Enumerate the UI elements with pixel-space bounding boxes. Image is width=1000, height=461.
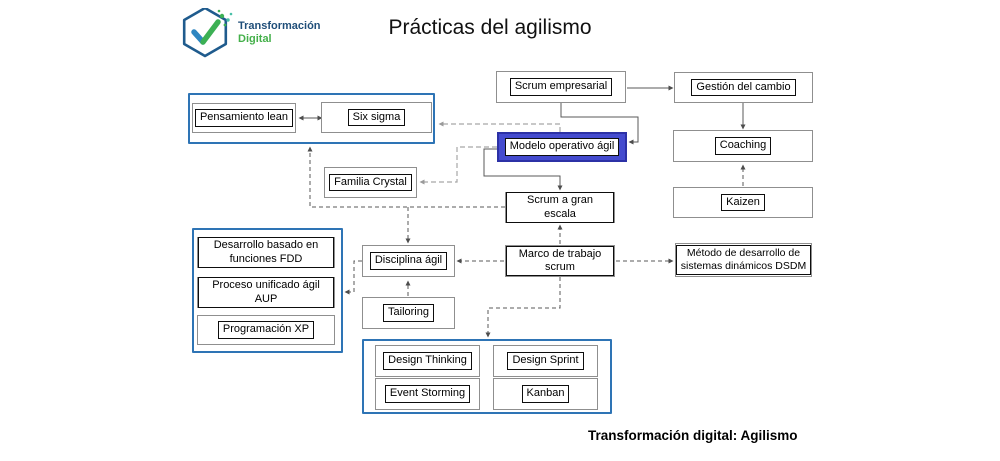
node-scrum-empresarial-label: Scrum empresarial (509, 78, 613, 96)
node-fdd: Desarrollo basado en funciones FDD (197, 237, 335, 268)
transformacion-digital-logo-icon (182, 8, 233, 58)
node-pensamiento-lean: Pensamiento lean (192, 103, 296, 133)
footer-caption: Transformación digital: Agilismo (588, 428, 798, 443)
node-gestion-del-cambio: Gestión del cambio (674, 72, 813, 103)
node-kanban: Kanban (493, 378, 598, 410)
node-marco-de-trabajo-scrum: Marco de trabajo scrum (505, 245, 615, 277)
node-kaizen: Kaizen (673, 187, 813, 218)
node-marco-de-trabajo-scrum-label: Marco de trabajo scrum (506, 245, 614, 277)
node-coaching-label: Coaching (714, 137, 772, 155)
node-scrum-a-gran-escala-label: Scrum a gran escala (506, 192, 614, 223)
node-six-sigma-label: Six sigma (347, 108, 406, 127)
node-kaizen-label: Kaizen (721, 193, 765, 212)
node-xp-label: Programación XP (217, 321, 315, 339)
node-familia-crystal-label: Familia Crystal (329, 173, 412, 192)
node-aup-label: Proceso unificado ágil AUP (198, 277, 334, 308)
node-coaching: Coaching (673, 130, 813, 162)
node-design-thinking: Design Thinking (375, 345, 480, 377)
edge-modelo-familiacrystal (419, 146, 497, 185)
edge-modelo-scrumgranescala (483, 148, 563, 191)
node-tailoring-label: Tailoring (383, 304, 434, 322)
group-lean-six-sigma (188, 93, 435, 144)
node-scrum-a-gran-escala: Scrum a gran escala (505, 192, 615, 223)
node-pensamiento-lean-label: Pensamiento lean (194, 109, 294, 127)
node-aup: Proceso unificado ágil AUP (197, 277, 335, 308)
edge-marco-designgroup (485, 277, 561, 338)
node-modelo-operativo-agil-label: Modelo operativo ágil (504, 138, 620, 156)
logo-line-1: Transformación (238, 20, 321, 32)
node-kanban-label: Kanban (521, 385, 570, 403)
edge-modelo-leangroup (438, 121, 561, 132)
group-design-practices (362, 339, 612, 414)
node-metodo-dsdm: Método de desarrollo de sistemas dinámic… (675, 243, 812, 277)
node-six-sigma: Six sigma (321, 102, 432, 133)
node-fdd-label: Desarrollo basado en funciones FDD (198, 237, 334, 268)
node-metodo-dsdm-label: Método de desarrollo de sistemas dinámic… (676, 245, 811, 275)
node-disciplina-agil: Disciplina ágil (362, 245, 455, 277)
node-event-storming: Event Storming (375, 378, 480, 410)
node-design-thinking-label: Design Thinking (383, 352, 472, 370)
page-title: Prácticas del agilismo (388, 16, 592, 39)
node-design-sprint: Design Sprint (493, 345, 598, 377)
edge-scrumgranescala-leangroup (307, 146, 505, 208)
node-gestion-del-cambio-label: Gestión del cambio (691, 78, 796, 97)
node-disciplina-agil-label: Disciplina ágil (369, 252, 448, 270)
node-design-sprint-label: Design Sprint (507, 352, 584, 370)
node-xp: Programación XP (197, 315, 335, 345)
node-event-storming-label: Event Storming (384, 385, 471, 403)
logo-line-2: Digital (238, 32, 272, 45)
node-scrum-empresarial: Scrum empresarial (496, 71, 626, 103)
node-familia-crystal: Familia Crystal (324, 167, 417, 198)
edge-disciplina-fddgroup (344, 260, 362, 295)
node-tailoring: Tailoring (362, 297, 455, 329)
edge-scrumempresarial-modelo (560, 103, 639, 145)
group-fdd-aup-xp (192, 228, 343, 353)
logo-wordmark: Transformación Digital (238, 20, 321, 45)
node-modelo-operativo-agil: Modelo operativo ágil (497, 132, 627, 162)
